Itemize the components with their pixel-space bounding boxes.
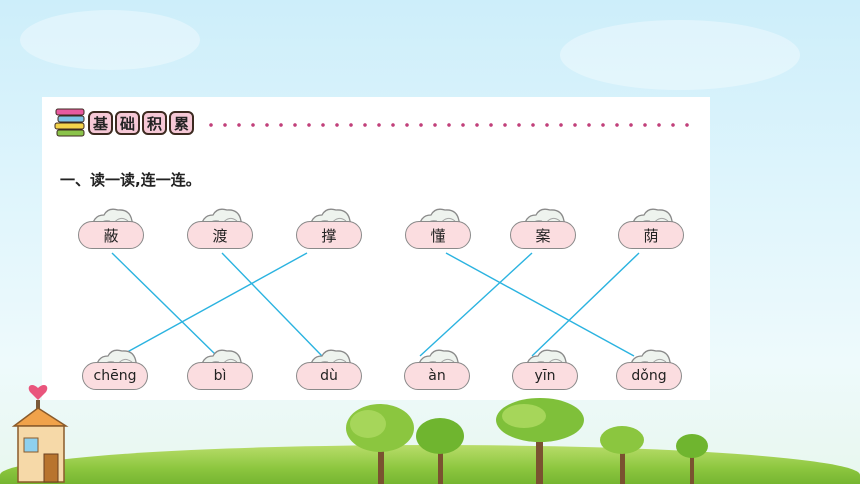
pinyin-label: àn <box>404 362 470 390</box>
connection-line <box>445 252 635 357</box>
books-icon <box>54 108 85 137</box>
character-card[interactable]: 撑 <box>296 207 364 259</box>
pinyin-card[interactable]: yīn <box>512 348 580 400</box>
pinyin-card[interactable]: dù <box>296 348 364 400</box>
pinyin-label: dù <box>296 362 362 390</box>
exercise-instruction: 一、读一读,连一连。 <box>60 171 201 189</box>
connection-line <box>119 252 308 357</box>
pinyin-label: chēng <box>82 362 148 390</box>
connection-line <box>419 252 533 357</box>
worksheet-card: 基 础 积 累 一、读一读,连一连。 蔽 渡 撑 懂 案 荫 <box>42 97 710 400</box>
title-char: 基 <box>88 111 113 135</box>
character-card[interactable]: 渡 <box>187 207 255 259</box>
section-title: 基 础 积 累 <box>88 111 194 135</box>
dotted-divider <box>204 123 694 127</box>
character-label: 蔽 <box>78 221 144 249</box>
pinyin-card[interactable]: bì <box>187 348 255 400</box>
pinyin-card[interactable]: dǒng <box>616 348 684 400</box>
title-char: 累 <box>169 111 194 135</box>
pinyin-card[interactable]: chēng <box>82 348 150 400</box>
character-card[interactable]: 蔽 <box>78 207 146 259</box>
pinyin-label: dǒng <box>616 362 682 390</box>
character-label: 案 <box>510 221 576 249</box>
title-char: 础 <box>115 111 140 135</box>
pinyin-label: bì <box>187 362 253 390</box>
connection-line <box>221 252 323 357</box>
character-label: 荫 <box>618 221 684 249</box>
section-header: 基 础 积 累 <box>54 105 694 139</box>
connection-line <box>531 252 640 357</box>
character-card[interactable]: 懂 <box>405 207 473 259</box>
connection-lines <box>111 252 640 357</box>
character-card[interactable]: 案 <box>510 207 578 259</box>
character-label: 懂 <box>405 221 471 249</box>
trees-illustration <box>346 398 708 484</box>
connection-line <box>111 252 218 357</box>
house-illustration <box>11 385 69 483</box>
character-label: 撑 <box>296 221 362 249</box>
character-label: 渡 <box>187 221 253 249</box>
pinyin-label: yīn <box>512 362 578 390</box>
character-card[interactable]: 荫 <box>618 207 686 259</box>
pinyin-card[interactable]: àn <box>404 348 472 400</box>
title-char: 积 <box>142 111 167 135</box>
